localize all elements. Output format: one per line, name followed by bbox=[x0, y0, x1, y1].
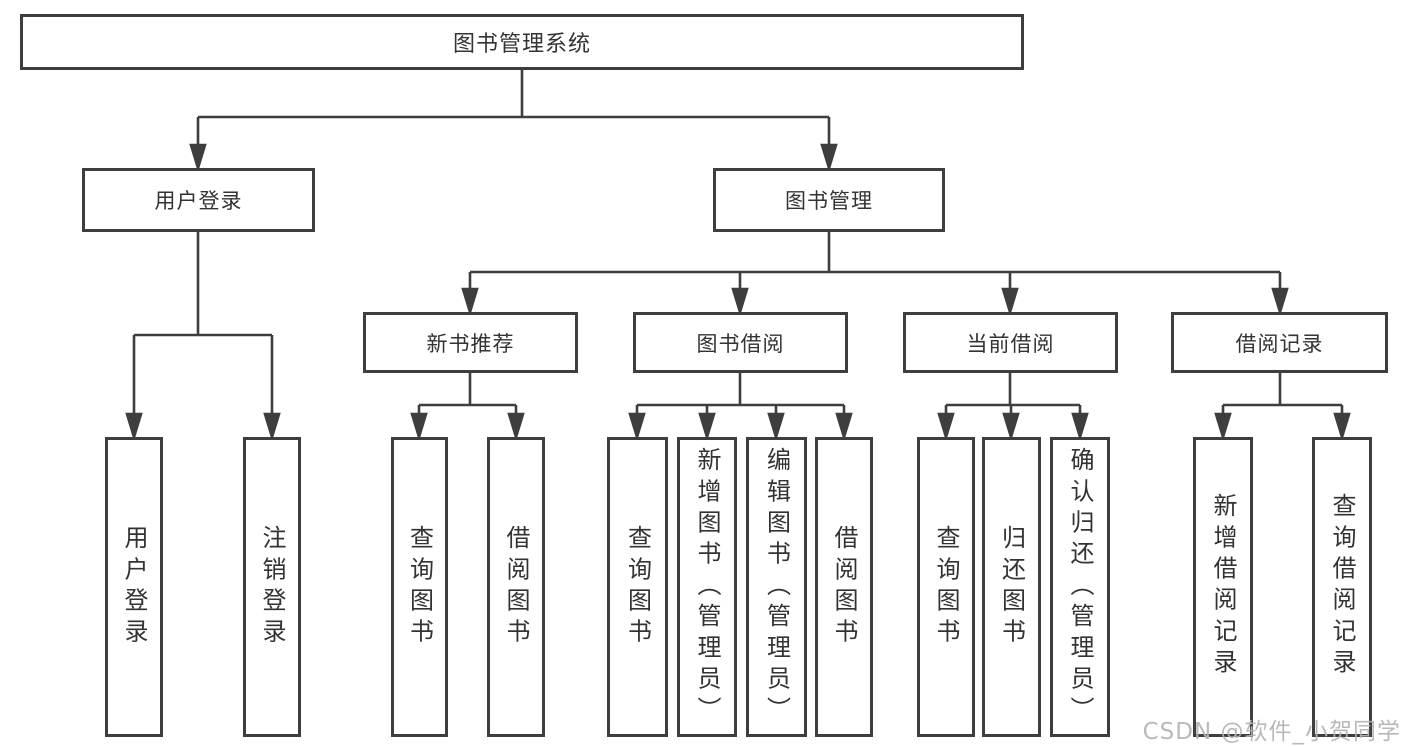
leaf-borrow-book: 借阅图书 bbox=[815, 437, 873, 737]
node-book-borrow: 图书借阅 bbox=[633, 312, 848, 373]
arrowhead-icon bbox=[698, 412, 716, 442]
connector-borrow-records bbox=[1214, 373, 1351, 442]
leaf-current-return: 归还图书 bbox=[982, 437, 1041, 737]
connector-user-login bbox=[125, 232, 281, 442]
arrowhead-icon bbox=[731, 287, 749, 317]
arrowhead-icon bbox=[507, 412, 525, 442]
leaf-label: 注销登录 bbox=[258, 524, 286, 650]
leaf-label: 借阅图书 bbox=[502, 524, 530, 650]
arrowhead-icon bbox=[1271, 287, 1289, 317]
node-new-books-label: 新书推荐 bbox=[426, 331, 515, 356]
connector-root-to-level2 bbox=[189, 70, 838, 173]
node-user-login-label: 用户登录 bbox=[154, 189, 243, 213]
leaf-label: 借阅图书 bbox=[830, 524, 858, 650]
connector-current-borrow bbox=[937, 373, 1089, 442]
node-new-books: 新书推荐 bbox=[363, 312, 578, 373]
arrowhead-icon bbox=[189, 143, 207, 173]
leaf-current-query: 查询图书 bbox=[917, 437, 975, 737]
arrowhead-icon bbox=[628, 412, 646, 442]
leaf-borrow-edit-admin: 编辑图书（管理员） bbox=[746, 437, 807, 737]
connector-new-books bbox=[410, 373, 525, 442]
leaf-label: 新增图书（管理员） bbox=[693, 446, 721, 728]
leaf-newbooks-query: 查询图书 bbox=[391, 437, 448, 737]
leaf-borrow-add-admin: 新增图书（管理员） bbox=[677, 437, 737, 737]
leaf-label: 新增借阅记录 bbox=[1209, 493, 1237, 681]
arrowhead-icon bbox=[1214, 412, 1232, 442]
node-root: 图书管理系统 bbox=[20, 14, 1024, 70]
leaf-label: 编辑图书（管理员） bbox=[762, 446, 791, 728]
node-book-management: 图书管理 bbox=[713, 168, 945, 232]
leaf-logout: 注销登录 bbox=[243, 437, 301, 737]
node-borrow-records: 借阅记录 bbox=[1171, 312, 1388, 373]
connector-book-management bbox=[461, 232, 1289, 317]
leaf-label: 用户登录 bbox=[120, 524, 148, 650]
arrowhead-icon bbox=[1001, 287, 1019, 317]
node-current-borrow-label: 当前借阅 bbox=[966, 331, 1055, 356]
node-book-management-label: 图书管理 bbox=[785, 189, 873, 213]
arrowhead-icon bbox=[410, 412, 428, 442]
arrowhead-icon bbox=[461, 287, 479, 317]
leaf-label: 确认归还（管理员） bbox=[1066, 446, 1094, 728]
arrowhead-icon bbox=[835, 412, 853, 442]
arrowhead-icon bbox=[125, 412, 143, 442]
leaf-label: 查询图书 bbox=[932, 524, 960, 650]
arrowhead-icon bbox=[767, 412, 785, 442]
leaf-user-login: 用户登录 bbox=[105, 437, 163, 737]
arrowhead-icon bbox=[1002, 412, 1020, 442]
arrowhead-icon bbox=[1333, 412, 1351, 442]
node-root-label: 图书管理系统 bbox=[452, 32, 591, 57]
leaf-current-confirm-admin: 确认归还（管理员） bbox=[1050, 437, 1110, 737]
leaf-label: 归还图书 bbox=[997, 524, 1026, 650]
leaf-label: 查询借阅记录 bbox=[1328, 493, 1356, 681]
node-current-borrow: 当前借阅 bbox=[903, 312, 1118, 373]
leaf-borrow-query: 查询图书 bbox=[607, 437, 668, 737]
csdn-watermark: CSDN @软件_小贺同学 bbox=[1142, 719, 1401, 745]
arrowhead-icon bbox=[820, 143, 838, 173]
node-book-borrow-label: 图书借阅 bbox=[696, 331, 785, 356]
leaf-record-add: 新增借阅记录 bbox=[1193, 437, 1253, 737]
leaf-label: 查询图书 bbox=[405, 524, 434, 650]
leaf-label: 查询图书 bbox=[623, 524, 652, 650]
arrowhead-icon bbox=[1071, 412, 1089, 442]
arrowhead-icon bbox=[263, 412, 281, 442]
arrowhead-icon bbox=[937, 412, 955, 442]
node-borrow-records-label: 借阅记录 bbox=[1235, 331, 1324, 356]
leaf-newbooks-borrow: 借阅图书 bbox=[487, 437, 545, 737]
connector-book-borrow bbox=[628, 373, 853, 442]
leaf-record-query: 查询借阅记录 bbox=[1312, 437, 1372, 737]
node-user-login: 用户登录 bbox=[82, 168, 315, 232]
